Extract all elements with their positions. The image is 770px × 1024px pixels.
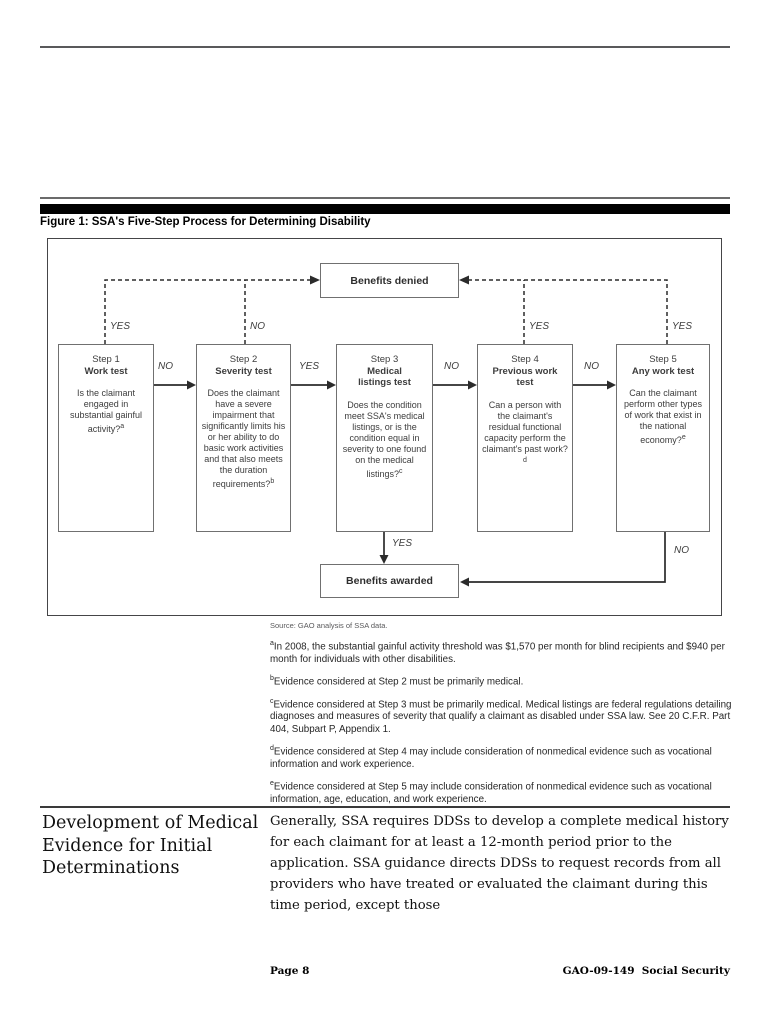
label-no-step2-top: NO: [250, 321, 265, 332]
footnote-b: bEvidence considered at Step 2 must be p…: [270, 673, 732, 689]
footnote-d-text: Evidence considered at Step 4 may includ…: [270, 746, 712, 770]
step-1-label: Step 1: [92, 354, 120, 365]
step-3-name: Medical listings test: [358, 365, 411, 389]
arrowhead-step4: [468, 380, 477, 390]
footnote-e-text: Evidence considered at Step 5 may includ…: [270, 781, 712, 805]
footnote-a-text: In 2008, the substantial gainful activit…: [270, 641, 725, 665]
footnote-d-ref: d: [270, 745, 274, 753]
arrow-step5-awarded: [469, 532, 666, 583]
footnote-e-ref: e: [270, 780, 274, 788]
footnote-b-ref: b: [270, 675, 274, 683]
step-3-question: Does the condition meet SSA's medical li…: [341, 400, 428, 480]
label-no-step4-step5: NO: [584, 361, 599, 372]
top-rule: [40, 46, 730, 48]
figure-separator-bar: [40, 204, 730, 214]
footer-page-number: Page 8: [270, 965, 310, 977]
step-5-label: Step 5: [649, 354, 677, 365]
step-4-name: Previous work test: [492, 365, 558, 389]
step-4-question-text: Can a person with the claimant's residua…: [482, 399, 568, 454]
label-yes-step1-top: YES: [110, 321, 131, 332]
step-4-question: Can a person with the claimant's residua…: [482, 400, 568, 469]
benefits-awarded-box: Benefits awarded: [320, 564, 459, 598]
label-yes-step2-step3: YES: [299, 361, 320, 372]
footnote-a: aIn 2008, the substantial gainful activi…: [270, 638, 732, 666]
figure-separator-thin-rule: [40, 197, 730, 199]
step-5-note-ref: e: [681, 434, 686, 441]
footnote-e: eEvidence considered at Step 5 may inclu…: [270, 778, 732, 806]
step-3-question-text: Does the condition meet SSA's medical li…: [342, 399, 427, 479]
step-2-question: Does the claimant have a severe impairme…: [201, 388, 286, 490]
footnote-c: cEvidence considered at Step 3 must be p…: [270, 696, 732, 736]
step-2-box: Step 2 Severity test Does the claimant h…: [196, 344, 291, 532]
step-1-name: Work test: [84, 365, 128, 377]
flowchart-connectors: [104, 275, 668, 587]
footnote-a-ref: a: [270, 640, 274, 647]
section-divider-rule: [40, 806, 730, 808]
label-no-step1-step2: NO: [158, 361, 173, 372]
section-body-paragraph: Generally, SSA requires DDSs to develop …: [270, 814, 729, 913]
dashed-connector-left: [104, 279, 310, 344]
step-4-label: Step 4: [511, 354, 539, 365]
section-heading: Development of Medical Evidence for Init…: [42, 813, 259, 878]
label-yes-step4-top: YES: [529, 321, 550, 332]
footnote-c-ref: c: [270, 697, 274, 705]
dashed-connector-right: [469, 279, 668, 344]
arrowhead-step2: [187, 380, 196, 390]
label-yes-step3-awarded: YES: [392, 538, 413, 549]
step-2-question-text: Does the claimant have a severe impairme…: [201, 388, 286, 489]
benefits-denied-box: Benefits denied: [320, 263, 459, 298]
label-no-step5-awarded: NO: [674, 545, 689, 556]
step-4-note-ref: d: [523, 456, 527, 464]
step-1-note-ref: a: [120, 423, 125, 430]
step-1-box: Step 1 Work test Is the claimant engaged…: [58, 344, 154, 532]
step-5-box: Step 5 Any work test Can the claimant pe…: [616, 344, 710, 532]
footnote-b-text: Evidence considered at Step 2 must be pr…: [273, 676, 524, 688]
label-no-step3-step4: NO: [444, 361, 459, 372]
step-3-box: Step 3 Medical listings test Does the co…: [336, 344, 433, 532]
arrowhead-awarded-top: [379, 555, 389, 564]
footer-document-id: GAO-09-149 Social Security: [562, 965, 730, 977]
arrowhead-into-denied-left: [310, 275, 320, 285]
step-1-question: Is the claimant engaged in substantial g…: [63, 388, 149, 435]
label-yes-step5-top: YES: [672, 321, 693, 332]
step-2-note-ref: b: [270, 478, 275, 485]
arrowhead-into-denied-right: [459, 275, 469, 285]
step-1-question-text: Is the claimant engaged in substantial g…: [69, 388, 143, 434]
step-3-label: Step 3: [370, 354, 399, 365]
step-3-note-ref: c: [399, 467, 403, 475]
arrowhead-awarded-right: [460, 577, 469, 587]
arrowhead-step3: [327, 380, 336, 390]
arrowhead-step5: [607, 380, 616, 390]
step-5-name: Any work test: [631, 365, 695, 377]
step-2-label: Step 2: [229, 354, 258, 365]
step-5-question-text: Can the claimant perform other types of …: [623, 388, 703, 445]
footnote-d: dEvidence considered at Step 4 may inclu…: [270, 743, 732, 771]
footnotes: aIn 2008, the substantial gainful activi…: [270, 638, 732, 813]
flowchart-figure: Benefits denied Benefits awarded Step 1 …: [47, 238, 722, 616]
step-4-box: Step 4 Previous work test Can a person w…: [477, 344, 573, 532]
footnote-c-text: Evidence considered at Step 3 must be pr…: [270, 699, 732, 735]
step-5-question: Can the claimant perform other types of …: [621, 388, 705, 446]
figure-source-note: Source: GAO analysis of SSA data.: [270, 621, 388, 630]
step-2-name: Severity test: [215, 365, 272, 377]
figure-title: Figure 1: SSA's Five-Step Process for De…: [40, 216, 371, 228]
